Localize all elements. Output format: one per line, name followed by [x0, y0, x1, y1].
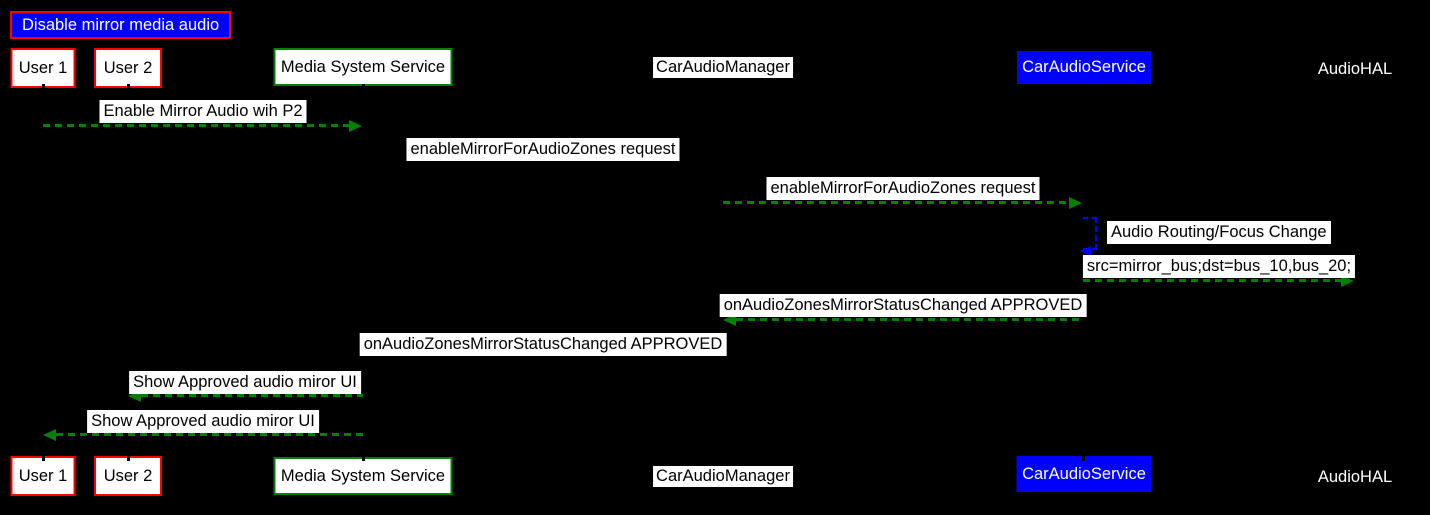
actor-bottom-media-system-service: Media System Service	[273, 457, 453, 495]
message-label-status-approved-1: onAudioZonesMirrorStatusChanged APPROVED	[719, 294, 1087, 317]
message-arrow-status-approved-1	[736, 318, 1083, 321]
actor-bottom-user2: User 2	[94, 456, 162, 496]
actor-bottom-audiohal: AudioHAL	[1317, 467, 1393, 486]
arrowhead-left-icon	[1080, 246, 1091, 256]
message-arrow-enable-mirror-audio	[43, 124, 350, 127]
arrowhead-right-icon	[1069, 196, 1082, 209]
message-label-enablemirror-request-1: enableMirrorForAudioZones request	[406, 138, 680, 161]
message-label-status-approved-2: onAudioZonesMirrorStatusChanged APPROVED	[359, 333, 727, 356]
message-label-enable-mirror-audio: Enable Mirror Audio wih P2	[99, 100, 307, 123]
message-label-enablemirror-request-2: enableMirrorForAudioZones request	[766, 177, 1040, 200]
message-label-audio-routing: Audio Routing/Focus Change	[1107, 221, 1331, 244]
message-label-src-mirror-bus: src=mirror_bus;dst=bus_10,bus_20;	[1082, 255, 1356, 278]
actor-bottom-user1: User 1	[10, 456, 76, 496]
message-arrow-src-mirror-bus	[1083, 279, 1342, 282]
diagram-title: Disable mirror media audio	[10, 11, 232, 39]
lifeline-user2	[126, 84, 130, 461]
message-arrow-enablemirror-request-2	[723, 201, 1070, 204]
arrowhead-left-icon	[43, 428, 56, 441]
message-arrow-hidden-1	[363, 162, 723, 165]
actor-top-user2: User 2	[94, 48, 162, 88]
actor-bottom-caraudioservice: CarAudioService	[1016, 456, 1152, 492]
lifeline-user1	[41, 84, 45, 461]
message-arrow-hidden-2	[363, 357, 723, 360]
actor-top-caraudioservice: CarAudioService	[1017, 51, 1151, 84]
message-label-show-approved-ui-2: Show Approved audio miror UI	[87, 410, 319, 433]
actor-top-audiohal: AudioHAL	[1317, 59, 1393, 78]
lifeline-caraudiomanager	[721, 84, 725, 461]
actor-top-media-system-service: Media System Service	[273, 48, 453, 86]
message-arrow-show-approved-ui-1	[141, 394, 363, 397]
message-arrow-show-approved-ui-2	[56, 433, 363, 436]
lifeline-media-system-service	[361, 84, 365, 461]
actor-bottom-caraudiomanager: CarAudioManager	[653, 466, 793, 487]
actor-top-caraudiomanager: CarAudioManager	[653, 57, 793, 78]
message-label-show-approved-ui-1: Show Approved audio miror UI	[129, 371, 361, 394]
actor-top-user1: User 1	[10, 48, 76, 88]
arrowhead-right-icon	[349, 119, 362, 132]
